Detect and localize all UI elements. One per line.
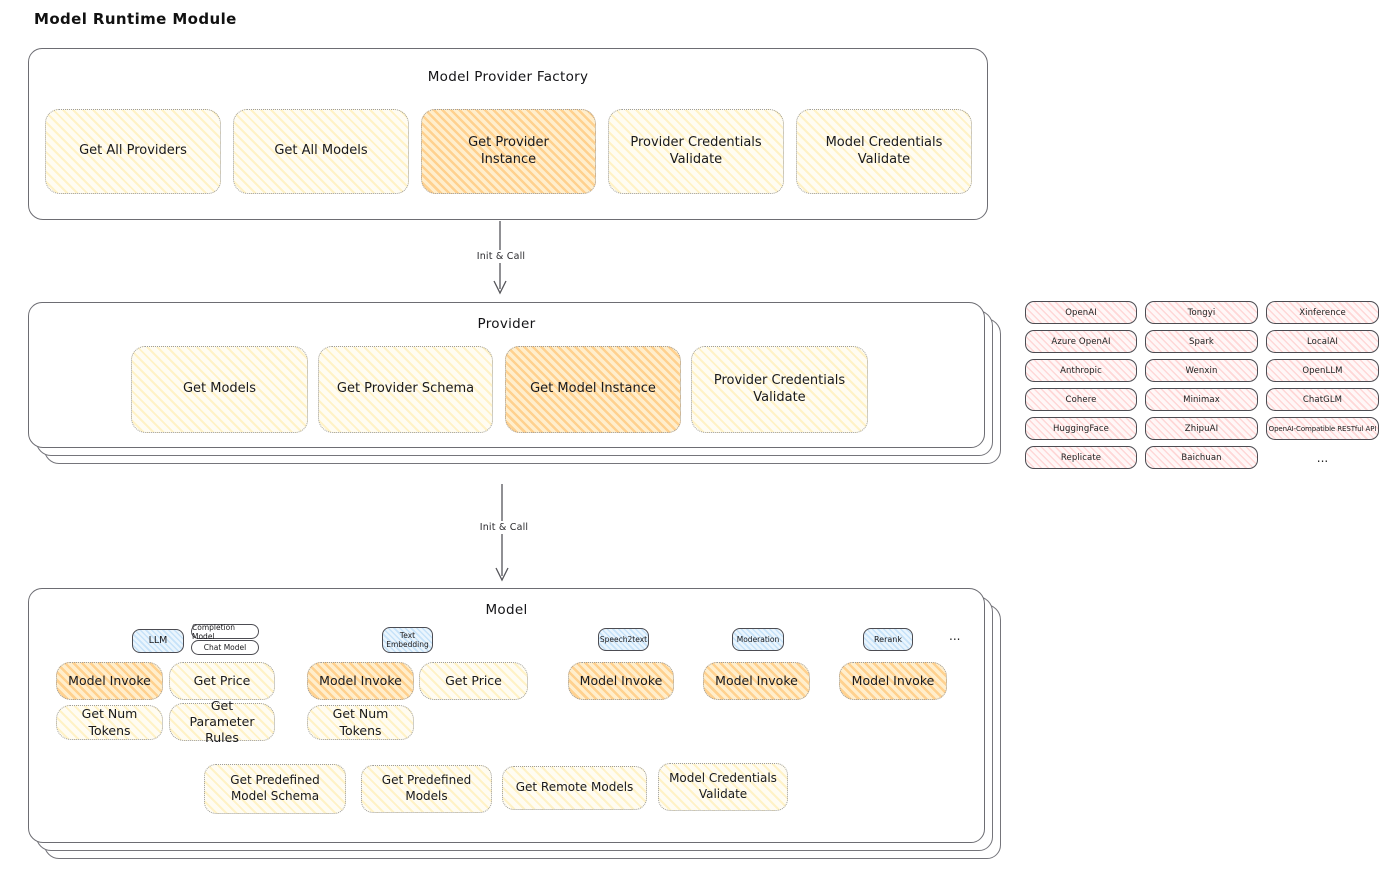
model-title: Model: [485, 602, 528, 618]
model-type-ellipsis: ...: [949, 629, 961, 643]
node-model-invoke[interactable]: Model Invoke: [839, 662, 947, 700]
provider-chip-openllm[interactable]: OpenLLM: [1266, 359, 1379, 382]
model-type-tag-text-embedding[interactable]: Text Embedding: [382, 627, 433, 653]
model-type-tag-llm[interactable]: LLM: [132, 629, 184, 653]
provider-chip-zhipuai[interactable]: ZhipuAI: [1145, 417, 1258, 440]
provider-chip-huggingface[interactable]: HuggingFace: [1025, 417, 1137, 440]
factory-title: Model Provider Factory: [427, 69, 589, 85]
node-get-all-providers[interactable]: Get All Providers: [45, 109, 221, 194]
node-model-invoke[interactable]: Model Invoke: [307, 662, 414, 700]
node-get-num-tokens[interactable]: Get Num Tokens: [56, 705, 163, 740]
provider-title: Provider: [477, 316, 536, 332]
model-type-tag-speech2text[interactable]: Speech2text: [598, 628, 649, 651]
provider-chip-spark[interactable]: Spark: [1145, 330, 1258, 353]
factory-container[interactable]: Model Provider Factory Get All Providers…: [28, 48, 988, 220]
provider-chip-wenxin[interactable]: Wenxin: [1145, 359, 1258, 382]
node-get-model-instance[interactable]: Get Model Instance: [505, 346, 681, 433]
node-get-price[interactable]: Get Price: [169, 662, 275, 700]
model-type-tag-chat-model[interactable]: Chat Model: [191, 640, 259, 655]
node-get-predefined-model-schema[interactable]: Get Predefined Model Schema: [204, 764, 346, 814]
node-get-all-models[interactable]: Get All Models: [233, 109, 409, 194]
provider-chip-openai[interactable]: OpenAI: [1025, 301, 1137, 324]
arrow-label-init-call: Init & Call: [461, 250, 541, 263]
node-model-credentials-validate[interactable]: Model Credentials Validate: [796, 109, 972, 194]
provider-chip-baichuan[interactable]: Baichuan: [1145, 446, 1258, 469]
node-get-provider-instance[interactable]: Get Provider Instance: [421, 109, 596, 194]
arrow-label-init-call: Init & Call: [464, 521, 544, 534]
model-type-tag-moderation[interactable]: Moderation: [732, 628, 784, 651]
node-get-parameter-rules[interactable]: Get Parameter Rules: [169, 698, 275, 745]
provider-chip-grid: OpenAI Tongyi Xinference Azure OpenAI Sp…: [1025, 301, 1380, 469]
node-model-invoke[interactable]: Model Invoke: [703, 662, 810, 700]
model-type-tag-rerank[interactable]: Rerank: [863, 628, 913, 651]
connector-arrow-down-icon: [495, 484, 509, 582]
node-get-price[interactable]: Get Price: [419, 662, 528, 700]
provider-chip-replicate[interactable]: Replicate: [1025, 446, 1137, 469]
provider-chip-ellipsis: ...: [1316, 450, 1329, 465]
provider-chip-xinference[interactable]: Xinference: [1266, 301, 1379, 324]
provider-chip-cohere[interactable]: Cohere: [1025, 388, 1137, 411]
node-get-models[interactable]: Get Models: [131, 346, 308, 433]
node-get-num-tokens[interactable]: Get Num Tokens: [307, 705, 414, 740]
node-model-invoke[interactable]: Model Invoke: [56, 662, 163, 700]
model-container[interactable]: Model LLM Completion Model Chat Model Te…: [28, 588, 985, 843]
provider-chip-chatglm[interactable]: ChatGLM: [1266, 388, 1379, 411]
node-get-provider-schema[interactable]: Get Provider Schema: [318, 346, 493, 433]
provider-chip-azure-openai[interactable]: Azure OpenAI: [1025, 330, 1137, 353]
node-provider-credentials-validate[interactable]: Provider Credentials Validate: [691, 346, 868, 433]
provider-container[interactable]: Provider Get Models Get Provider Schema …: [28, 302, 985, 448]
node-get-predefined-models[interactable]: Get Predefined Models: [361, 765, 492, 813]
node-provider-credentials-validate[interactable]: Provider Credentials Validate: [608, 109, 784, 194]
model-type-tag-completion-model[interactable]: Completion Model: [191, 623, 259, 641]
page-title: Model Runtime Module: [34, 10, 237, 28]
node-get-remote-models[interactable]: Get Remote Models: [502, 766, 647, 810]
node-model-credentials-validate[interactable]: Model Credentials Validate: [658, 763, 788, 811]
provider-chip-openai-compatible-restful-api[interactable]: OpenAI-Compatible RESTful API: [1266, 417, 1379, 440]
provider-chip-anthropic[interactable]: Anthropic: [1025, 359, 1137, 382]
provider-chip-minimax[interactable]: Minimax: [1145, 388, 1258, 411]
provider-chip-localai[interactable]: LocalAI: [1266, 330, 1379, 353]
provider-chip-tongyi[interactable]: Tongyi: [1145, 301, 1258, 324]
node-model-invoke[interactable]: Model Invoke: [568, 662, 674, 700]
